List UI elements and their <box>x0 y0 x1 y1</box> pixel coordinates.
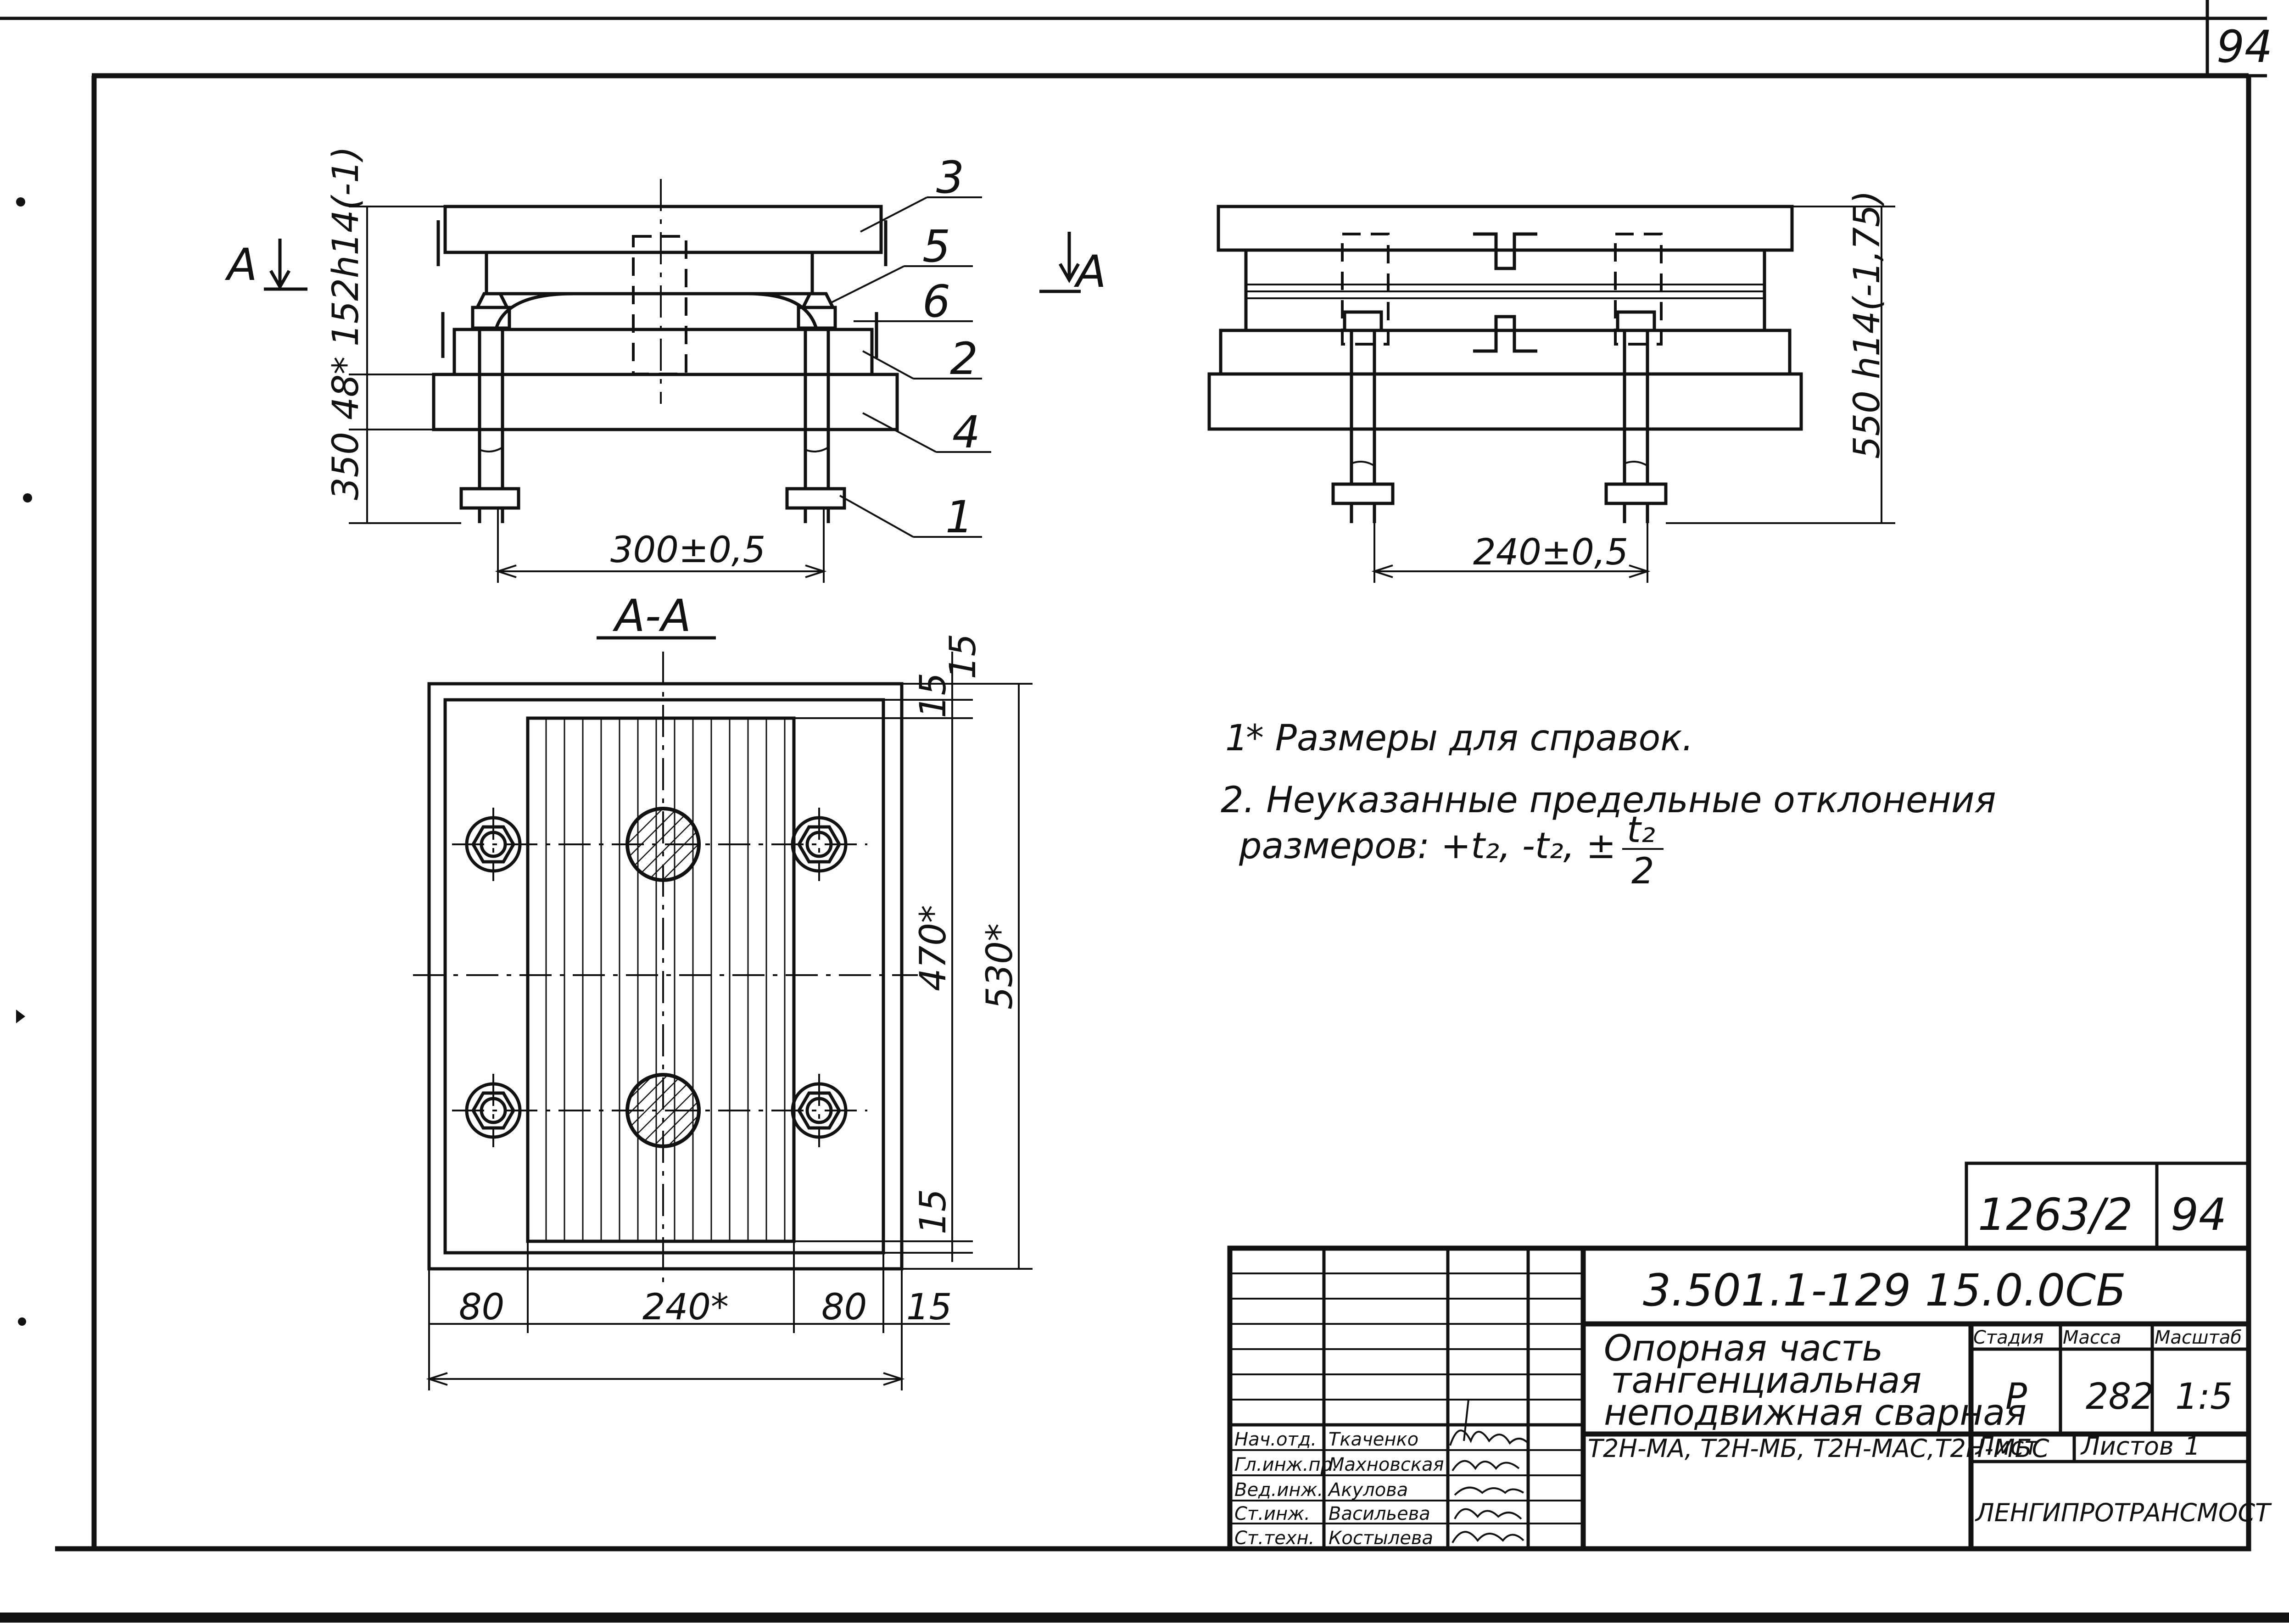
signatures <box>1449 1399 1529 1543</box>
name-line1: Опорная часть <box>1604 1328 1883 1369</box>
title-block: 1263/2 94 3.501.1-129 15.0.0СБ Опорная ч… <box>1227 1161 2272 1551</box>
name-line3: неподвижная сварная <box>1604 1392 2027 1434</box>
hdr-stage: Стадия <box>1973 1327 2043 1348</box>
name-4: Васильева <box>1329 1503 1430 1524</box>
hdr-scale: Масштаб <box>2155 1327 2242 1348</box>
note2-line2: размеров: +t₂, -t₂, ± <box>1239 826 1616 867</box>
archive-number: 1263/2 <box>1978 1189 2133 1240</box>
pin-bottom <box>625 1073 701 1148</box>
page-number: 94 <box>2216 21 2272 73</box>
personnel: Нач.отд. Ткаченко Гл.инж.пр. Махновская … <box>1234 1429 1444 1549</box>
sheets-count: 1 <box>2184 1432 2200 1461</box>
front-callouts: 3 5 6 2 4 1 <box>830 152 991 543</box>
nut-bottom-left <box>465 1082 522 1139</box>
section-view: А-А <box>413 590 1033 1390</box>
notes: 1 * Размеры для справок. 2. Неуказанные … <box>1221 718 1996 892</box>
role-3: Вед.инж. <box>1234 1479 1323 1501</box>
note1-number: 1 <box>1225 718 1248 759</box>
front-view: A 152h14(-1) 48* 350 300±0,5 3 5 6 <box>224 146 991 583</box>
front-bolt-left <box>459 292 520 523</box>
section-mark-left: A <box>224 239 257 290</box>
callout-6: 6 <box>922 276 950 327</box>
dim-bottom-w4: 15 <box>906 1287 952 1328</box>
role-5: Ст.техн. <box>1234 1528 1314 1549</box>
dim-inner-height: 470* <box>913 905 954 991</box>
note2-frac-num: t₂ <box>1627 809 1655 851</box>
note1-text: * Размеры для справок. <box>1246 718 1693 759</box>
dim-height-low: 350 <box>325 432 367 500</box>
name-line2: тангенциальная <box>1611 1360 1921 1401</box>
name-1: Ткаченко <box>1329 1429 1418 1450</box>
scale-value: 1:5 <box>2175 1376 2233 1418</box>
section-title: А-А <box>612 590 691 642</box>
callout-4: 4 <box>952 407 980 458</box>
note2-line1: 2. Неуказанные предельные отклонения <box>1221 780 1996 821</box>
role-2: Гл.инж.пр. <box>1234 1454 1338 1475</box>
section-mark-right: A <box>1073 246 1106 297</box>
name-2: Махновская <box>1329 1454 1444 1475</box>
dim-side-bolt-spacing: 240±0,5 <box>1473 532 1628 573</box>
stage-value: Р <box>2005 1376 2027 1418</box>
sheets-label: Листов <box>2080 1432 2174 1461</box>
role-4: Ст.инж. <box>1234 1503 1310 1524</box>
dim-height-total: 550 h14(-1,75) <box>1847 190 1888 459</box>
callout-5: 5 <box>922 221 950 272</box>
dim-outer-height: 530* <box>979 923 1021 1010</box>
margin-marks <box>16 197 32 1326</box>
dim-height-mid: 48* <box>325 357 367 420</box>
note2-frac-den: 2 <box>1631 851 1654 892</box>
dim-bottom: 15 <box>913 1189 954 1234</box>
dim-bottom-w2: 240* <box>642 1287 729 1328</box>
name-5: Костылева <box>1329 1528 1433 1549</box>
side-bolt-left <box>1331 310 1395 523</box>
dim-bottom-w3: 80 <box>821 1287 867 1328</box>
front-bolt-right <box>785 292 846 523</box>
callout-2: 2 <box>950 333 978 385</box>
archive-sheet: 94 <box>2171 1189 2227 1240</box>
nut-top-right <box>791 816 848 873</box>
side-view: A 550 h14(-1,75) 240±0,5 <box>1039 190 1895 583</box>
nut-top-left <box>465 816 522 873</box>
dim-bolt-spacing: 300±0,5 <box>610 530 765 571</box>
designation: 3.501.1-129 15.0.0СБ <box>1643 1265 2126 1316</box>
dim-top-a: 15 <box>943 634 984 679</box>
name-3: Акулова <box>1327 1479 1408 1501</box>
dim-bottom-w1: 80 <box>459 1287 504 1328</box>
organization: ЛЕНГИПРОТРАНСМОСТ <box>1975 1498 2272 1527</box>
sheet-label: Лист <box>1975 1432 2039 1461</box>
callout-3: 3 <box>936 152 964 203</box>
hatch-lines <box>545 718 786 1241</box>
dim-top-b: 15 <box>913 673 954 718</box>
pin-top <box>625 807 701 882</box>
mass-value: 282 <box>2086 1376 2154 1418</box>
nut-bottom-right <box>791 1082 848 1139</box>
dim-height-top: 152h14(-1) <box>325 146 367 346</box>
callout-1: 1 <box>945 491 973 543</box>
hdr-mass: Масса <box>2063 1327 2122 1348</box>
role-1: Нач.отд. <box>1234 1429 1317 1450</box>
